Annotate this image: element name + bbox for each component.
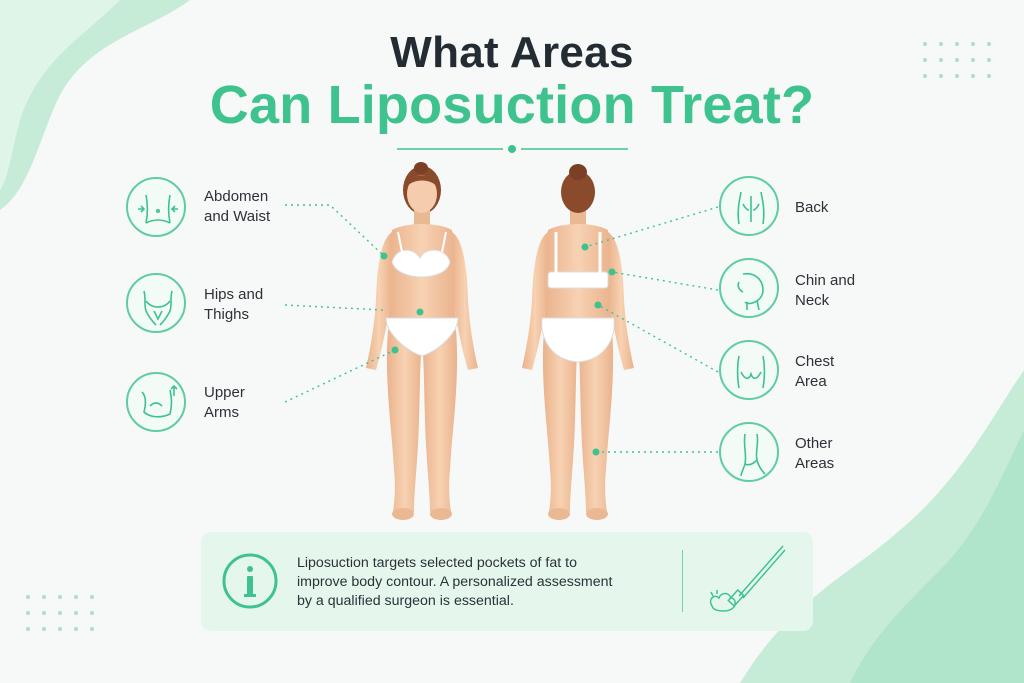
top-left-blob-light — [0, 0, 120, 190]
front-figure — [366, 162, 478, 520]
title-divider — [397, 145, 628, 153]
label-back: Back — [795, 199, 829, 216]
chin-neck-icon — [719, 258, 779, 318]
back-icon — [719, 176, 779, 236]
upper-arm-icon — [126, 372, 186, 432]
dot-grid-top-right — [923, 42, 991, 78]
abdomen-waist-icon — [126, 177, 186, 237]
info-text: Liposuction targets selected pockets of … — [297, 555, 613, 609]
info-icon — [222, 553, 278, 609]
info-box: Liposuction targets selected pockets of … — [201, 532, 813, 631]
back-figure — [522, 164, 634, 520]
connector-dots — [380, 243, 616, 456]
title-line-2: Can Liposuction Treat? — [209, 75, 815, 135]
title-line-1: What Areas — [390, 28, 634, 77]
cannula-icon — [709, 545, 786, 612]
bottom-right-blob-light — [850, 430, 1024, 683]
chest-icon — [719, 340, 779, 400]
connector-lines — [284, 204, 719, 453]
legs-icon — [719, 422, 779, 482]
dot-grid-bottom-left — [26, 595, 94, 631]
info-divider — [682, 550, 683, 612]
hips-thighs-icon — [126, 273, 186, 333]
